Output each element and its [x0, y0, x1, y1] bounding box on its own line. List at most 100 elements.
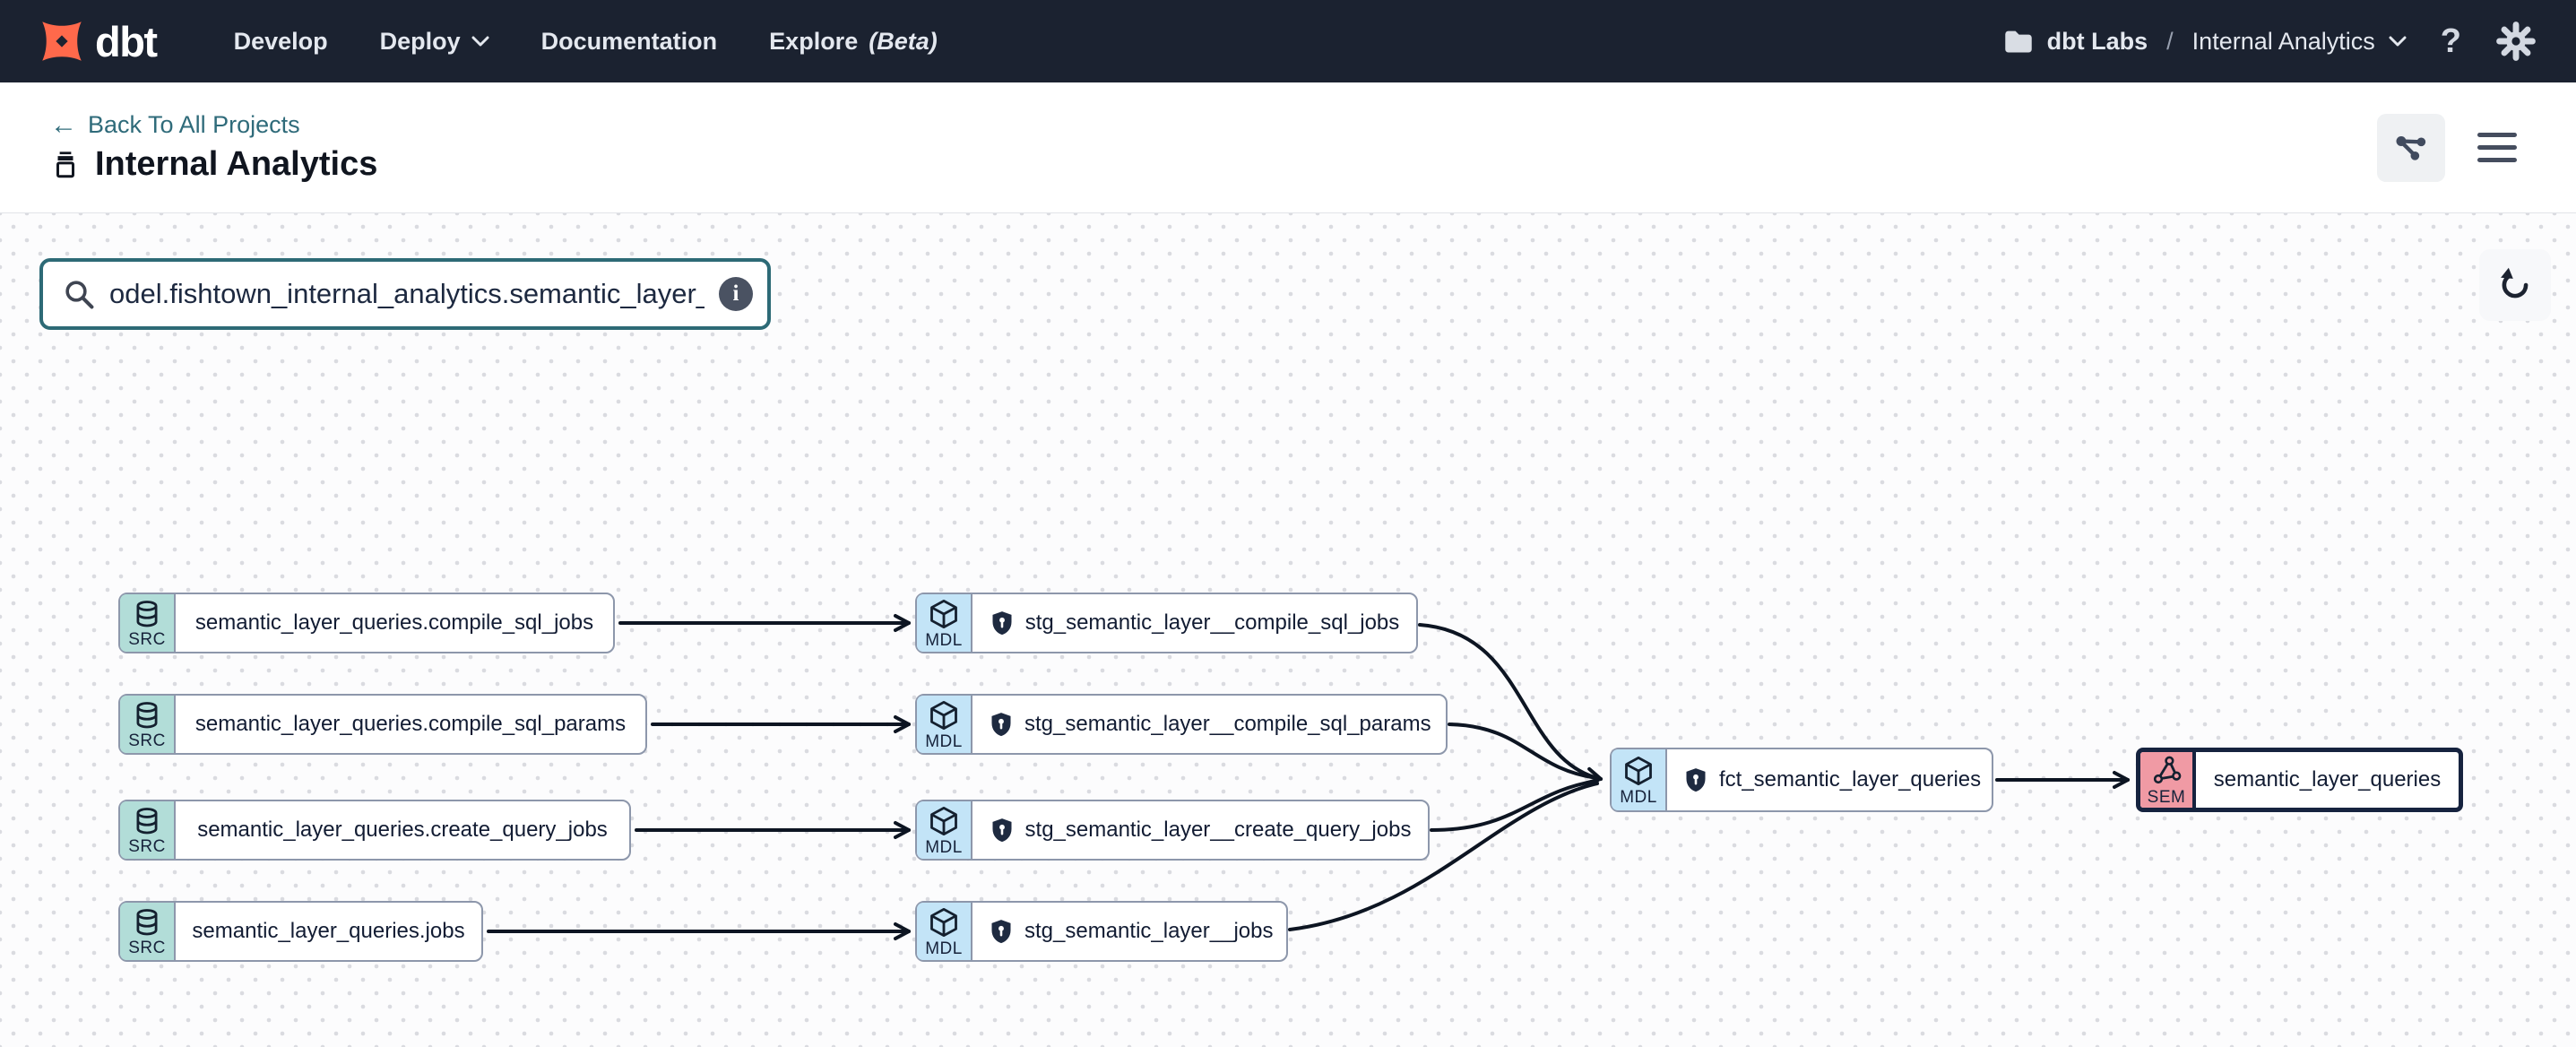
database-icon: [136, 702, 158, 729]
nav-deploy-label: Deploy: [379, 27, 461, 55]
reset-view-button[interactable]: [2479, 249, 2551, 321]
edges-layer: [487, 614, 2130, 940]
node-body: stg_semantic_layer__jobs: [972, 903, 1290, 960]
chevron-down-icon: [471, 36, 489, 46]
hamburger-menu-icon[interactable]: [2472, 127, 2522, 168]
nav-explore[interactable]: Explore (Beta): [769, 28, 938, 56]
node-semantic-layer-queries[interactable]: SEM semantic_layer_queries: [2136, 748, 2463, 812]
cube-icon: [1625, 756, 1652, 786]
cube-icon: [930, 599, 957, 629]
back-to-projects-link[interactable]: ← Back To All Projects: [50, 111, 377, 139]
node-name: stg_semantic_layer__compile_sql_jobs: [1024, 610, 1400, 635]
node-body: stg_semantic_layer__compile_sql_jobs: [972, 594, 1416, 652]
node-type-label: SRC: [128, 837, 166, 856]
node-type-label: MDL: [925, 631, 963, 650]
node-stg-jobs[interactable]: MDL stg_semantic_layer__jobs: [915, 901, 1288, 962]
node-type-badge: MDL: [917, 696, 972, 753]
info-icon[interactable]: i: [719, 277, 753, 311]
settings-gear-icon[interactable]: [2495, 21, 2537, 62]
node-type-label: SEM: [2147, 788, 2186, 807]
nav-explore-beta-label: (Beta): [869, 27, 938, 55]
node-name: semantic_layer_queries.create_query_jobs: [197, 818, 608, 842]
lineage-graph-icon: [2396, 135, 2426, 160]
search-box[interactable]: odel.fishtown_internal_analytics.semanti…: [39, 258, 771, 330]
shield-contract-icon: [991, 920, 1011, 944]
node-type-badge: SEM: [2140, 752, 2196, 808]
node-type-label: SRC: [128, 630, 166, 649]
database-icon: [136, 808, 158, 835]
node-stg-create-query-jobs[interactable]: MDL stg_semantic_layer__create_query_job…: [915, 800, 1430, 861]
node-type-badge: SRC: [120, 594, 176, 652]
lineage-view-button[interactable]: [2377, 113, 2445, 182]
node-name: semantic_layer_queries.compile_sql_jobs: [194, 610, 594, 635]
node-type-label: SRC: [128, 731, 166, 750]
search-input[interactable]: odel.fishtown_internal_analytics.semanti…: [109, 278, 705, 309]
node-fct-semantic-layer-queries[interactable]: MDL fct_semantic_layer_queries: [1610, 748, 1993, 812]
dbt-logo-icon: [42, 22, 82, 61]
help-icon[interactable]: ?: [2440, 22, 2461, 60]
lineage-canvas[interactable]: SRC semantic_layer_queries.compile_sql_j…: [0, 213, 2576, 1047]
cube-icon: [930, 907, 957, 938]
node-type-label: MDL: [925, 838, 963, 857]
node-stg-compile-sql-params[interactable]: MDL stg_semantic_layer__compile_sql_para…: [915, 694, 1448, 755]
node-type-badge: SRC: [120, 801, 176, 859]
node-body: semantic_layer_queries.create_query_jobs: [176, 801, 629, 859]
search-icon: [65, 281, 94, 309]
node-src-jobs[interactable]: SRC semantic_layer_queries.jobs: [118, 901, 483, 962]
node-body: semantic_layer_queries.compile_sql_param…: [176, 696, 645, 753]
page-header: ← Back To All Projects Internal Analytic…: [0, 82, 2576, 213]
edge-stg-jobs-to-fct-semantic-layer-queries: [1288, 782, 1599, 931]
project-name: Internal Analytics: [2191, 27, 2375, 55]
top-navbar: dbt Develop Deploy Documentation Explore…: [0, 0, 2576, 82]
shield-contract-icon: [1686, 768, 1706, 792]
dbt-logo-text: dbt: [95, 17, 158, 65]
node-name: stg_semantic_layer__create_query_jobs: [1024, 818, 1412, 842]
node-name: semantic_layer_queries: [2213, 767, 2442, 792]
page-title: Internal Analytics: [50, 145, 377, 184]
breadcrumb-separator: /: [2166, 27, 2174, 55]
edge-stg-compile-sql-params-to-fct-semantic-layer-queries: [1448, 723, 1599, 780]
node-body: semantic_layer_queries.compile_sql_jobs: [176, 594, 613, 652]
node-body: stg_semantic_layer__create_query_jobs: [972, 801, 1428, 859]
node-body: fct_semantic_layer_queries: [1667, 749, 1997, 810]
undo-rotate-icon: [2501, 267, 2528, 299]
node-src-compile-sql-jobs[interactable]: SRC semantic_layer_queries.compile_sql_j…: [118, 593, 615, 653]
node-body: semantic_layer_queries: [2196, 752, 2459, 808]
node-src-compile-sql-params[interactable]: SRC semantic_layer_queries.compile_sql_p…: [118, 694, 647, 755]
chevron-down-icon: [2389, 36, 2407, 46]
node-name: fct_semantic_layer_queries: [1719, 767, 1982, 792]
dbt-logo[interactable]: dbt: [36, 15, 158, 67]
node-name: semantic_layer_queries.jobs: [192, 919, 465, 943]
page-title-text: Internal Analytics: [95, 145, 378, 183]
node-body: stg_semantic_layer__compile_sql_params: [972, 696, 1448, 753]
back-link-label: Back To All Projects: [88, 111, 300, 138]
nav-develop[interactable]: Develop: [233, 27, 328, 55]
org-name: dbt Labs: [2046, 27, 2148, 55]
nav-documentation[interactable]: Documentation: [540, 27, 718, 55]
node-type-label: SRC: [128, 939, 166, 957]
node-src-create-query-jobs[interactable]: SRC semantic_layer_queries.create_query_…: [118, 800, 631, 861]
cube-icon: [930, 806, 957, 836]
shield-contract-icon: [991, 713, 1011, 737]
edge-stg-create-query-jobs-to-fct-semantic-layer-queries: [1430, 779, 1599, 832]
left-arrow-icon: ←: [50, 109, 77, 140]
node-type-badge: MDL: [917, 903, 972, 960]
semantic-network-icon: [2153, 756, 2182, 784]
node-type-label: MDL: [925, 732, 963, 751]
nav-explore-label: Explore: [769, 27, 859, 55]
shield-contract-icon: [992, 611, 1012, 636]
account-breadcrumb[interactable]: dbt Labs / Internal Analytics: [2003, 28, 2407, 56]
node-type-badge: MDL: [917, 594, 972, 652]
node-body: semantic_layer_queries.jobs: [176, 903, 481, 960]
database-icon: [136, 601, 158, 627]
node-type-badge: SRC: [120, 696, 176, 753]
node-name: stg_semantic_layer__compile_sql_params: [1024, 712, 1431, 736]
shield-contract-icon: [992, 818, 1012, 843]
node-stg-compile-sql-jobs[interactable]: MDL stg_semantic_layer__compile_sql_jobs: [915, 593, 1418, 653]
edge-stg-compile-sql-jobs-to-fct-semantic-layer-queries: [1418, 623, 1603, 785]
node-name: semantic_layer_queries.compile_sql_param…: [194, 712, 627, 736]
nav-deploy[interactable]: Deploy: [380, 28, 489, 56]
database-icon: [136, 909, 158, 936]
node-type-label: MDL: [1620, 788, 1657, 807]
node-type-badge: MDL: [917, 801, 972, 859]
